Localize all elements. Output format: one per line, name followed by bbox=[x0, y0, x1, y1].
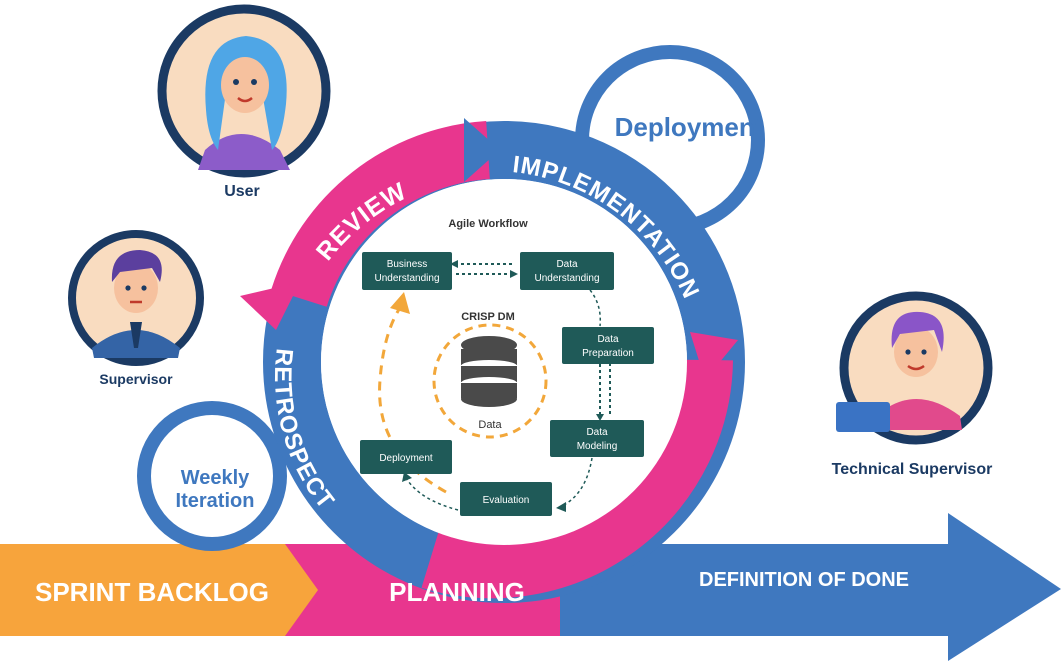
step-label: Evaluation bbox=[483, 495, 530, 506]
feedback-loop-arrowhead bbox=[390, 292, 410, 314]
user-avatar bbox=[157, 4, 331, 178]
connector-model-to-eval-arrowhead bbox=[556, 502, 566, 512]
step-deployment: Deployment bbox=[360, 440, 452, 474]
step-label: Data bbox=[556, 259, 578, 270]
ring-arrowhead-right bbox=[690, 332, 738, 380]
weekly-iteration-label-1: Weekly bbox=[181, 467, 250, 489]
supervisor-label: Supervisor bbox=[99, 371, 173, 387]
supervisor-avatar bbox=[68, 230, 204, 366]
step-business-understanding: Business Understanding bbox=[362, 252, 452, 290]
step-evaluation: Evaluation bbox=[460, 482, 552, 516]
crisp-title: Agile Workflow bbox=[448, 218, 528, 230]
technical-supervisor-label: Technical Supervisor bbox=[832, 461, 993, 478]
agile-ring bbox=[240, 118, 745, 603]
connector-bu-to-du-arrowhead bbox=[510, 270, 518, 278]
connector-eval-to-deploy bbox=[405, 477, 459, 511]
connector-eval-to-deploy-arrowhead bbox=[402, 472, 412, 482]
definition-of-done-label: DEFINITION OF DONE bbox=[699, 569, 909, 591]
database-icon bbox=[461, 336, 517, 407]
deployment-bubble-label: Deployment bbox=[615, 112, 764, 142]
ring-arrowhead-left bbox=[240, 282, 300, 330]
crisp-center-label: Data bbox=[478, 419, 502, 431]
woman-avatar-icon bbox=[198, 36, 290, 170]
step-label: Business bbox=[387, 259, 428, 270]
step-label: Preparation bbox=[582, 348, 634, 359]
crisp-center: Data bbox=[432, 323, 548, 439]
ring-arrowhead-top bbox=[464, 118, 500, 182]
man-suit-avatar-icon bbox=[92, 250, 180, 358]
connector-du-to-prep bbox=[589, 289, 602, 327]
step-label: Deployment bbox=[379, 453, 433, 464]
step-label: Modeling bbox=[577, 441, 618, 452]
weekly-iteration-bubble bbox=[137, 401, 287, 551]
review-segment bbox=[271, 121, 491, 308]
weekly-iteration-label-2: Iteration bbox=[176, 490, 255, 512]
sprint-backlog-label: SPRINT BACKLOG bbox=[35, 577, 269, 607]
step-label: Data bbox=[597, 334, 619, 345]
step-data-preparation: Data Preparation bbox=[562, 327, 654, 364]
technical-supervisor-avatar bbox=[836, 291, 993, 445]
planning-label: PLANNING bbox=[389, 577, 525, 607]
step-data-modeling: Data Modeling bbox=[550, 420, 644, 457]
step-label: Understanding bbox=[534, 273, 599, 284]
step-data-understanding: Data Understanding bbox=[520, 252, 614, 290]
sprint-backlog-band bbox=[0, 544, 318, 636]
developer-avatar-icon bbox=[836, 311, 962, 432]
connector-du-to-bu-arrowhead bbox=[450, 260, 458, 268]
planning-segment bbox=[421, 359, 733, 599]
step-label: Understanding bbox=[374, 273, 439, 284]
connector-prep-to-model-arrowhead bbox=[596, 414, 604, 421]
user-label: User bbox=[224, 183, 260, 200]
crisp-subtitle: CRISP DM bbox=[461, 311, 515, 323]
step-label: Data bbox=[586, 427, 608, 438]
